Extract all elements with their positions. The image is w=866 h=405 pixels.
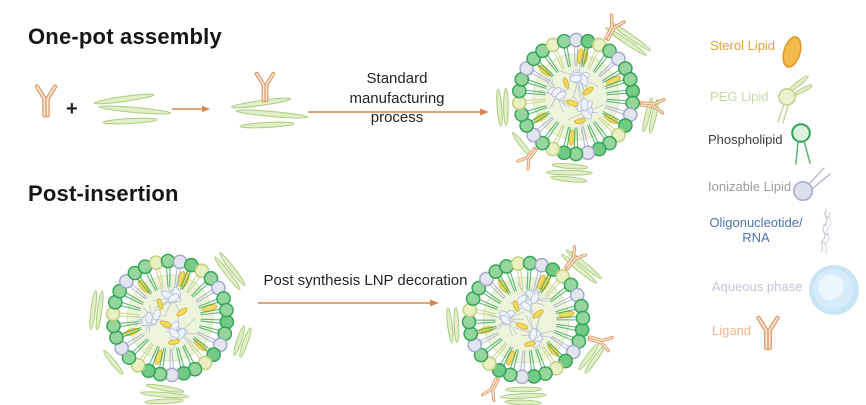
ionizable-lipid-icon: [793, 167, 831, 201]
post-synthesis-arrow: [258, 299, 439, 307]
ligand-antibody-icon: [254, 71, 276, 103]
standard-process-arrow: [308, 108, 489, 116]
rna-complex: [538, 77, 570, 113]
legend-label-peg-lipid: PEG Lipid: [710, 89, 769, 104]
sterol-lipid-icon: [782, 36, 802, 68]
ligand-antibody-icon: [34, 84, 58, 118]
lnp-plain: [89, 252, 252, 405]
oligonucleotide-rna-icon: [820, 209, 832, 255]
one-pot-assembly-title: One-pot assembly: [28, 24, 222, 49]
post-synthesis-label: Post synthesis LNP decoration: [263, 272, 468, 289]
ligand-antibody-icon: [756, 315, 780, 351]
ligand-antibody-icon: [604, 13, 626, 42]
lnp-post-decorated: [446, 245, 614, 405]
rna-complex: [488, 307, 525, 337]
lnp-one-pot-decorated: [496, 13, 666, 183]
legend-label-sterol-lipid: Sterol Lipid: [710, 38, 776, 53]
ligand-antibody-icon: [516, 146, 538, 171]
legend-label-ionizable-lipid: Ionizable Lipid: [708, 179, 792, 194]
ligand-icon: [756, 315, 780, 351]
rna-complex: [559, 59, 599, 99]
rna-complex: [152, 279, 182, 316]
ligand-antibody-icon: [639, 97, 666, 115]
ligand-antibody-icon: [587, 335, 614, 353]
legend-label-phospholipid: Phospholipid: [708, 132, 783, 147]
ligand-antibody-icon: [564, 245, 587, 271]
peg-lipid-icon: [777, 75, 813, 124]
standard-process-label: Standard manufacturing process: [349, 70, 445, 126]
one-pot-reactants-diagram: [34, 71, 309, 129]
rna-complex: [514, 314, 555, 348]
post-insertion-title: Post-insertion: [28, 181, 179, 206]
ligand-antibody-icon: [480, 377, 500, 402]
legend-label-oligonucleotide-rna: Oligonucleotide/ RNA: [709, 215, 803, 245]
legend-label-aqueous-phase: Aqueous phase: [712, 279, 803, 294]
rna-complex: [509, 281, 550, 321]
phospholipid-icon: [791, 123, 811, 165]
legend-label-ligand: Ligand: [712, 323, 752, 338]
aqueous-phase-icon: [809, 265, 859, 315]
rna-complex: [134, 304, 169, 334]
plus-sign: +: [66, 98, 78, 120]
rna-complex: [161, 315, 200, 349]
